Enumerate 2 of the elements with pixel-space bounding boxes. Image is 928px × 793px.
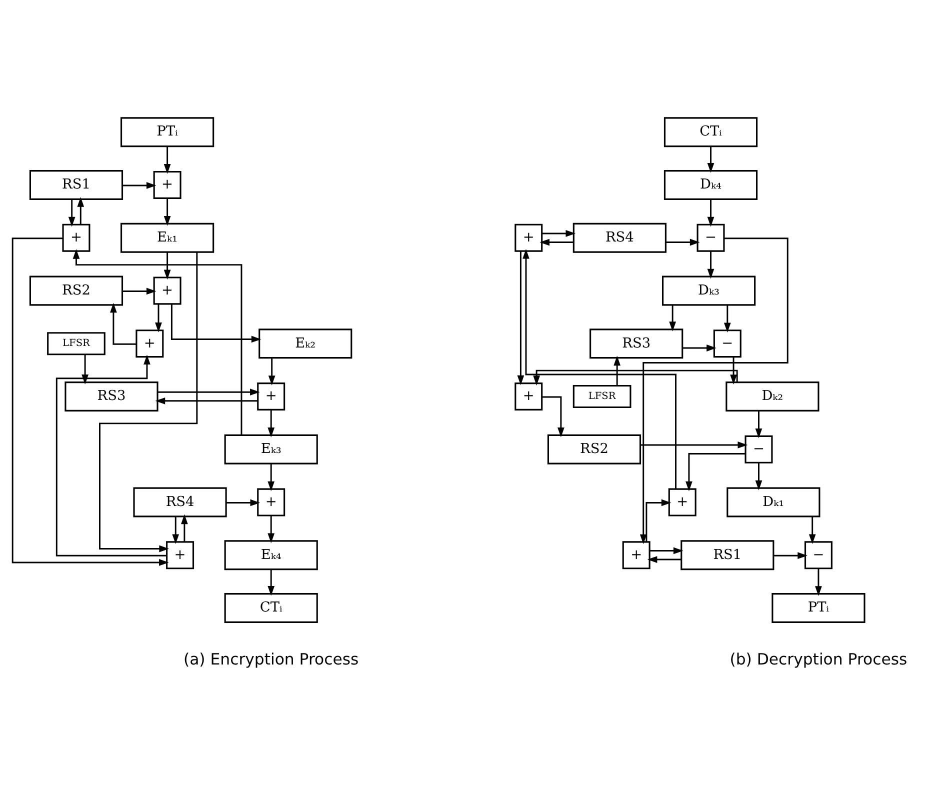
label: (b) Decryption Process (730, 650, 908, 669)
label: (a) Encryption Process (183, 650, 359, 669)
